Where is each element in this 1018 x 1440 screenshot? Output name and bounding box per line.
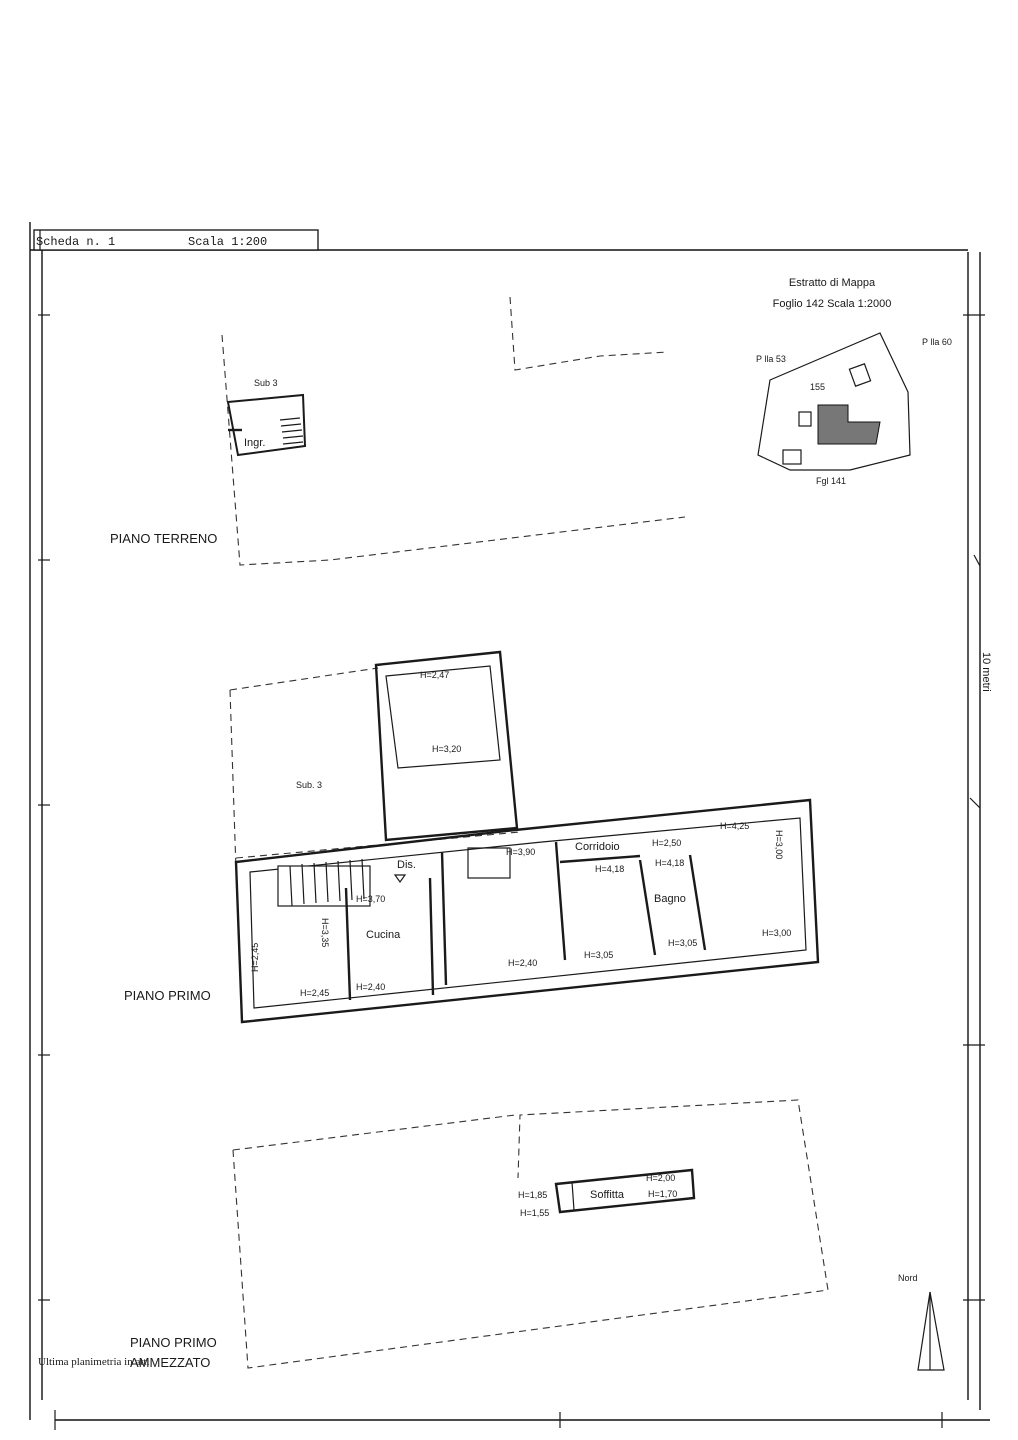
height-300-bottom: H=3,00 (762, 928, 791, 938)
first-floor-title: PIANO PRIMO (124, 988, 211, 1003)
soffitta-label: Soffitta (590, 1189, 625, 1201)
building-hatched (817, 404, 881, 445)
north-arrow: Nord (898, 1273, 945, 1371)
ground-sub-label: Sub 3 (254, 378, 278, 388)
scale-bar: 10 metri (969, 554, 992, 809)
building-small-square (848, 363, 872, 387)
height-418-b: H=4,18 (655, 858, 684, 868)
height-170: H=1,70 (648, 1189, 677, 1199)
height-305-a: H=3,05 (584, 950, 613, 960)
height-335: H=3,35 (320, 918, 330, 947)
mezzanine-title-line2: AMMEZZATO (130, 1355, 210, 1370)
bagno-label: Bagno (654, 893, 686, 905)
corridoio-label: Corridoio (575, 841, 620, 853)
height-305-b: H=3,05 (668, 938, 697, 948)
building-bottom-square (782, 449, 802, 465)
scheda-label: Scheda n. 1 (36, 235, 115, 249)
header-box: Scheda n. 1 Scala 1:200 (33, 229, 319, 251)
north-label: Nord (898, 1273, 918, 1283)
parcel-outline (757, 332, 911, 471)
map-extract-title: Estratto di Mappa (789, 277, 876, 289)
plot-60-label: P lla 60 (922, 337, 952, 347)
height-155: H=1,55 (520, 1208, 549, 1218)
height-425: H=4,25 (720, 821, 749, 831)
building-tiny-square (798, 411, 812, 427)
height-240-b: H=2,40 (508, 958, 537, 968)
height-240-a: H=2,40 (356, 982, 385, 992)
north-arrow-icon (917, 1291, 945, 1371)
cucina-label: Cucina (366, 929, 401, 941)
height-300-side: H=3,00 (774, 830, 784, 859)
entrance-label: Ingr. (244, 437, 265, 449)
dis-label: Dis. (397, 859, 416, 871)
page-frame (29, 222, 990, 1430)
ground-floor: Sub 3 Ingr. PIANO TERRENO (110, 296, 686, 566)
height-418-a: H=4,18 (595, 864, 624, 874)
height-390: H=3,90 (506, 847, 535, 857)
plot-53-label: P lla 53 (756, 354, 786, 364)
annex-height-bottom: H=3,20 (432, 744, 461, 754)
footer-note: Ultima planimetria in atti (38, 1356, 150, 1368)
annex-height-top: H=2,47 (420, 670, 449, 680)
mezzanine-title-line1: PIANO PRIMO (130, 1335, 217, 1350)
first-floor: H=2,47 H=3,20 Sub. 3 Dis. Corridoio Cuci… (124, 650, 820, 1024)
height-185: H=1,85 (518, 1190, 547, 1200)
sheet-141-label: Fgl 141 (816, 476, 846, 486)
height-200: H=2,00 (646, 1173, 675, 1183)
scale-label: Scala 1:200 (188, 235, 267, 249)
plot-155-label: 155 (810, 382, 825, 392)
height-370: H=3,70 (356, 894, 385, 904)
map-extract: Estratto di Mappa Foglio 142 Scala 1:200… (756, 277, 952, 486)
height-245-bottom: H=2,45 (300, 988, 329, 998)
map-extract-subtitle: Foglio 142 Scala 1:2000 (773, 298, 892, 310)
first-sub-label: Sub. 3 (296, 780, 322, 790)
height-250: H=2,50 (652, 838, 681, 848)
height-245-side: H=2,45 (250, 943, 260, 972)
ground-floor-title: PIANO TERRENO (110, 531, 217, 546)
mezzanine-floor: Soffitta H=2,00 H=1,70 H=1,85 H=1,55 PIA… (130, 1099, 829, 1370)
scale-bar-label: 10 metri (980, 652, 992, 692)
